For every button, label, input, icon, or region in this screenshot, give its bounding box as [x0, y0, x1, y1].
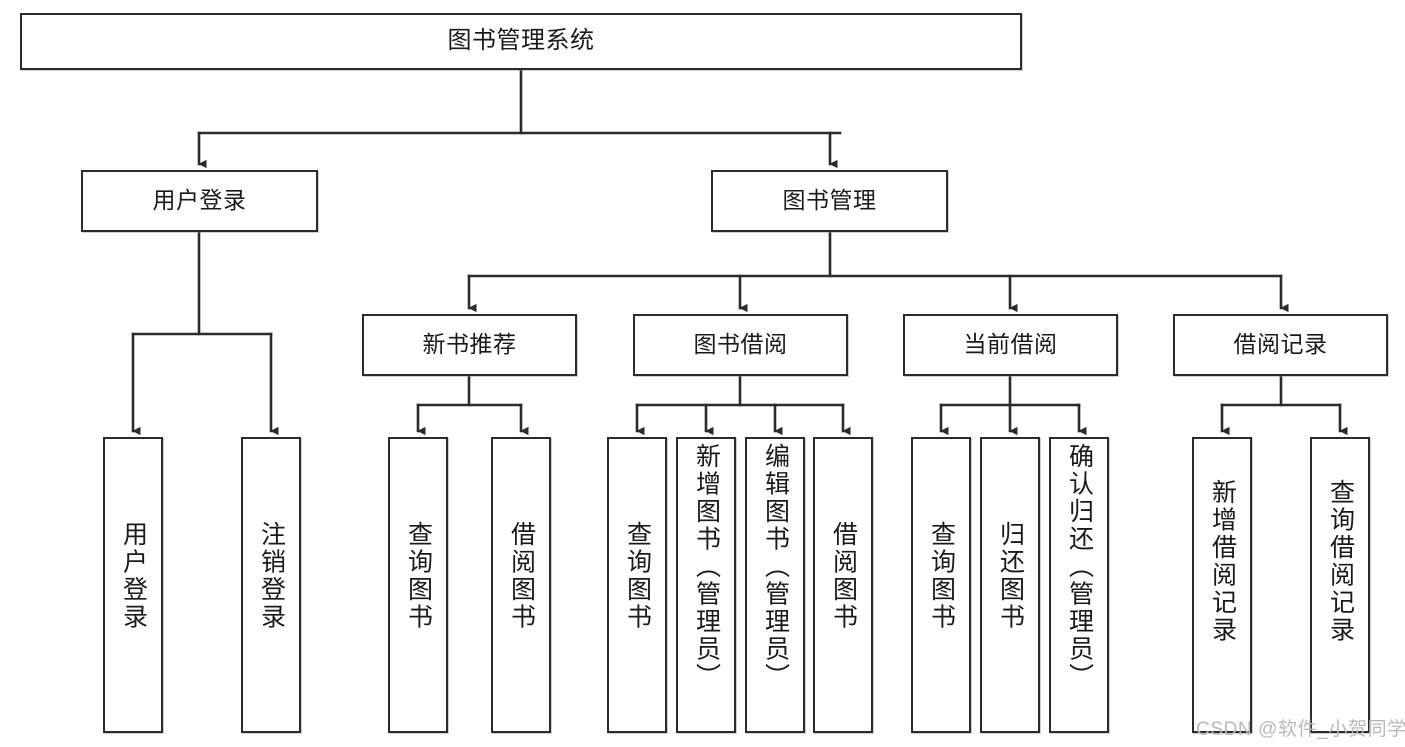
node-leaf-borrow-book-1[interactable]: 借阅图书: [491, 437, 551, 733]
node-leaf-logout-label: 注销登录: [257, 521, 286, 631]
node-leaf-query-book-2[interactable]: 查询图书: [607, 437, 667, 733]
node-leaf-add-book[interactable]: 新增图书（管理员）: [676, 437, 736, 733]
node-root[interactable]: 图书管理系统: [20, 13, 1022, 70]
node-leaf-confirm-return-label: 确认归还（管理员）: [1065, 443, 1094, 691]
node-user-login[interactable]: 用户登录: [81, 170, 318, 232]
node-leaf-query-record-label: 查询借阅记录: [1326, 479, 1355, 644]
node-leaf-query-book-1-label: 查询图书: [404, 521, 433, 631]
node-leaf-query-book-3[interactable]: 查询图书: [911, 437, 971, 733]
node-leaf-borrow-book-1-label: 借阅图书: [507, 521, 536, 631]
node-leaf-return-book[interactable]: 归还图书: [980, 437, 1040, 733]
node-borrow-record-label: 借阅记录: [1233, 331, 1328, 358]
node-leaf-query-book-1[interactable]: 查询图书: [388, 437, 448, 733]
node-current-borrow-label: 当前借阅: [963, 331, 1058, 358]
node-root-label: 图书管理系统: [447, 27, 595, 55]
node-book-manage-label: 图书管理: [782, 187, 877, 214]
node-book-borrow-label: 图书借阅: [693, 331, 788, 358]
node-leaf-borrow-book-2-label: 借阅图书: [829, 521, 858, 631]
node-borrow-record[interactable]: 借阅记录: [1173, 314, 1388, 376]
node-leaf-edit-book[interactable]: 编辑图书（管理员）: [745, 437, 805, 733]
node-leaf-add-record-label: 新增借阅记录: [1208, 479, 1237, 644]
node-leaf-add-record[interactable]: 新增借阅记录: [1192, 437, 1252, 733]
node-leaf-query-record[interactable]: 查询借阅记录: [1310, 437, 1370, 733]
node-leaf-query-book-2-label: 查询图书: [623, 521, 652, 631]
node-leaf-borrow-book-2[interactable]: 借阅图书: [813, 437, 873, 733]
watermark: CSDN @软件_小贺同学: [1196, 719, 1405, 740]
node-current-borrow[interactable]: 当前借阅: [903, 314, 1118, 376]
node-user-login-label: 用户登录: [152, 187, 247, 214]
node-leaf-add-book-label: 新增图书（管理员）: [692, 443, 721, 691]
node-leaf-user-login-label: 用户登录: [119, 521, 148, 631]
node-book-manage[interactable]: 图书管理: [711, 170, 948, 232]
node-new-book-recommend[interactable]: 新书推荐: [362, 314, 577, 376]
node-leaf-query-book-3-label: 查询图书: [927, 521, 956, 631]
node-leaf-edit-book-label: 编辑图书（管理员）: [761, 443, 790, 691]
node-new-book-recommend-label: 新书推荐: [422, 331, 517, 358]
node-leaf-confirm-return[interactable]: 确认归还（管理员）: [1049, 437, 1109, 733]
node-book-borrow[interactable]: 图书借阅: [633, 314, 848, 376]
node-leaf-logout[interactable]: 注销登录: [241, 437, 301, 733]
node-leaf-return-book-label: 归还图书: [996, 521, 1025, 631]
node-leaf-user-login[interactable]: 用户登录: [103, 437, 163, 733]
